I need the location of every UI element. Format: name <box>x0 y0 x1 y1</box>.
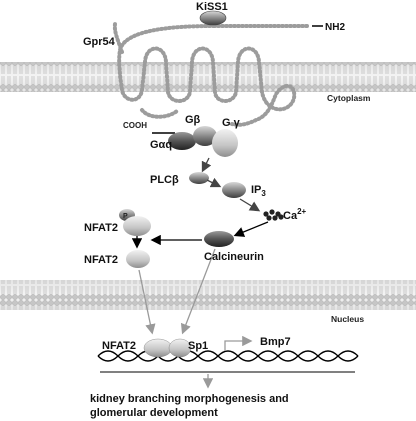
bmp7-transcription-arrow <box>224 335 253 351</box>
gpr54-label: Gpr54 <box>83 36 116 48</box>
ip3-molecule <box>222 182 246 198</box>
arrow-plc-to-ip3 <box>206 177 222 188</box>
kiss1-label: KiSS1 <box>196 1 228 13</box>
nucleus-label: Nucleus <box>331 314 364 324</box>
plc-beta-protein <box>189 172 209 184</box>
phosphate-label: P <box>123 213 128 220</box>
gpr54-receptor <box>112 22 312 127</box>
nfat2-phospho-label: NFAT2 <box>84 222 118 234</box>
calcium-ion-cluster <box>263 209 284 221</box>
plasma-membrane <box>0 62 416 92</box>
calcineurin-protein <box>204 231 234 247</box>
cytoplasm-label: Cytoplasm <box>327 93 371 103</box>
bmp7-label: Bmp7 <box>260 336 291 348</box>
arrow-calcium-to-calcineurin <box>233 221 269 237</box>
calcineurin-label: Calcineurin <box>204 251 264 263</box>
outcome-line-1: kidney branching morphogenesis and <box>90 393 289 405</box>
g-gamma-label: G γ <box>222 117 241 129</box>
g-alpha-q-label: Gαq <box>150 139 172 151</box>
dna-double-helix <box>97 350 359 362</box>
ip3-label: IP3 <box>251 184 266 198</box>
nfat2-active <box>126 250 150 268</box>
sp1-protein <box>168 338 192 358</box>
sp1-label: Sp1 <box>188 340 208 352</box>
arrow-gprotein-to-plc <box>201 157 212 173</box>
nfat2-active-label: NFAT2 <box>84 254 118 266</box>
arrow-ip3-to-calcium <box>239 198 261 212</box>
g-beta-label: Gβ <box>185 114 201 126</box>
arrow-calcineurin-to-sp1 <box>180 248 216 335</box>
cooh-label: COOH <box>123 121 147 130</box>
nuclear-membrane <box>0 280 416 310</box>
nfat2-phosphorylated <box>123 216 151 236</box>
kiss1-ligand <box>199 10 227 26</box>
g-gamma-subunit <box>212 129 238 157</box>
outcome-line-2: glomerular development <box>90 407 218 419</box>
calcium-label: Ca2+ <box>283 207 307 222</box>
nfat2-bound-dna <box>143 338 173 358</box>
nfat2-dna-label: NFAT2 <box>102 340 136 352</box>
g-protein-complex <box>168 126 238 157</box>
nh2-label: NH2 <box>325 22 345 33</box>
arrow-nfat2-to-nucleus <box>138 269 156 335</box>
plc-beta-label: PLCβ <box>150 174 179 186</box>
g-beta-subunit <box>193 126 217 146</box>
g-alpha-q-subunit <box>168 132 196 150</box>
